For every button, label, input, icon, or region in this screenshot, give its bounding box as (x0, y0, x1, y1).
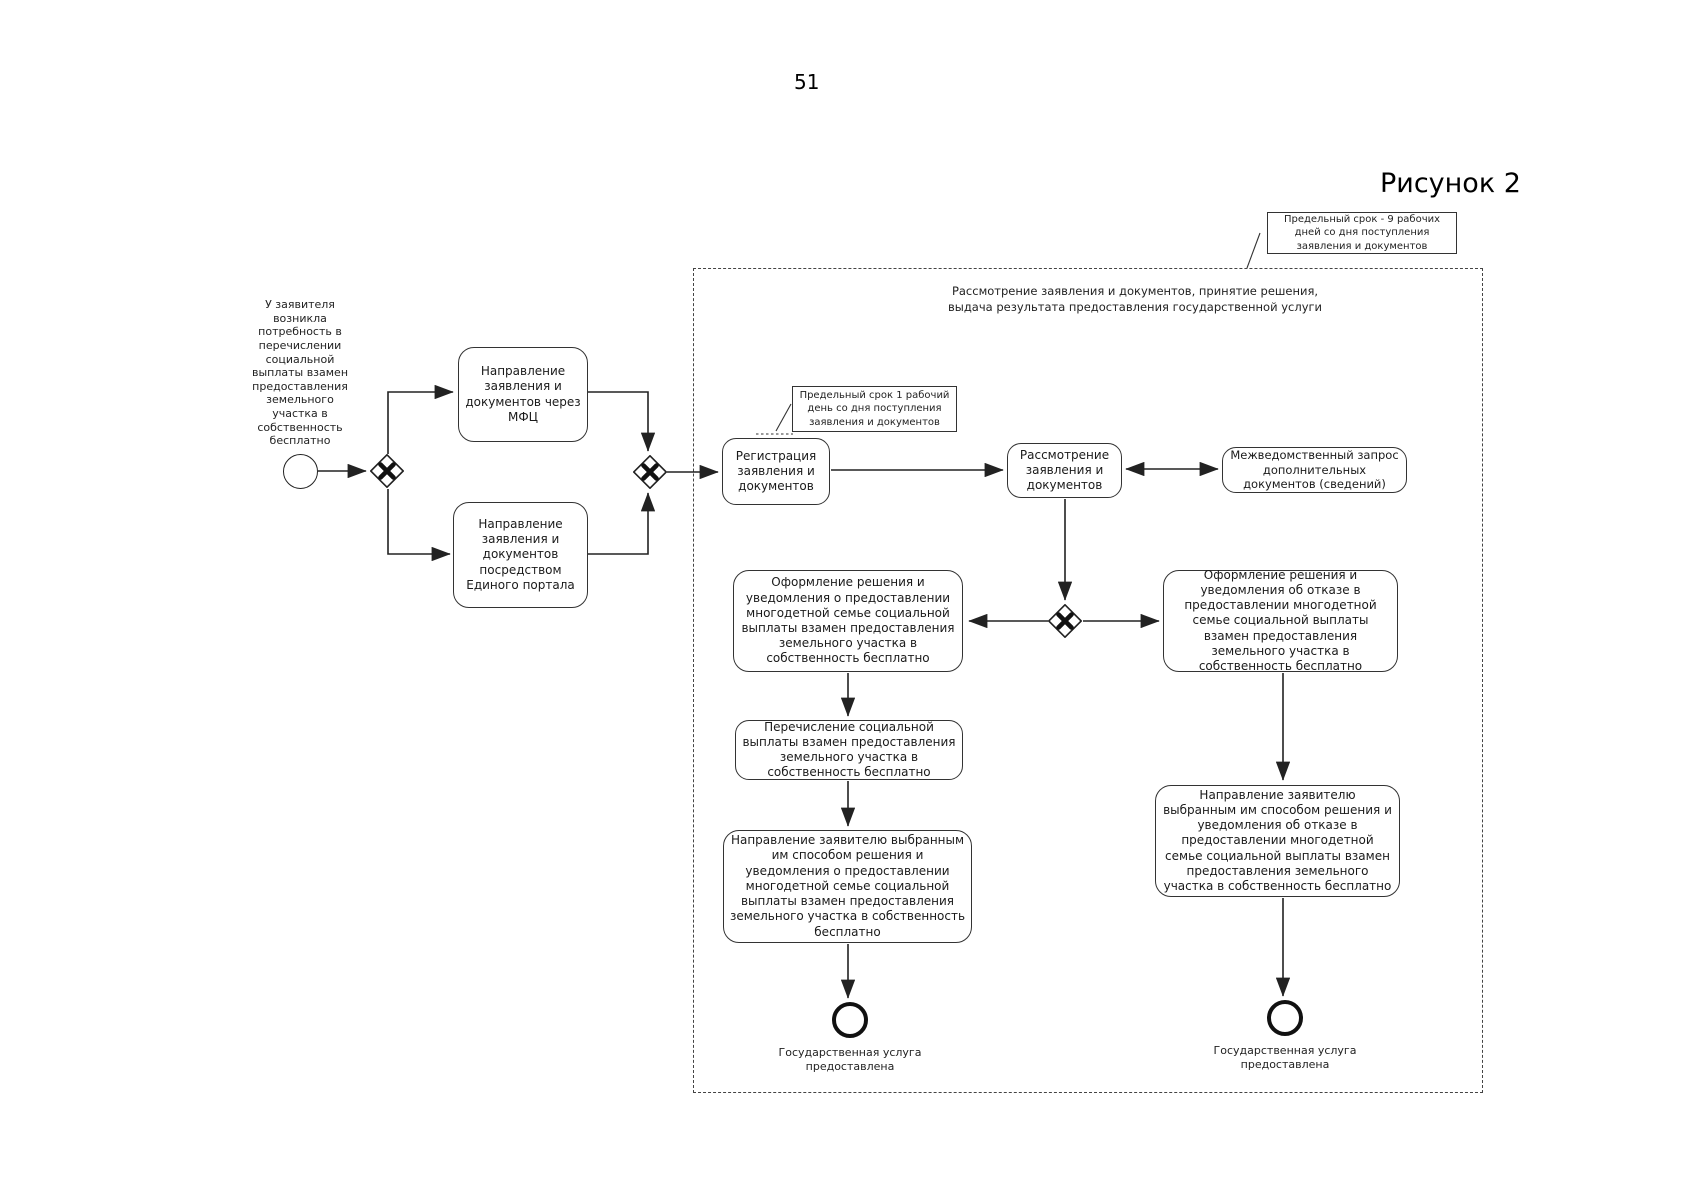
exclusive-gateway-split (369, 453, 405, 489)
task-issue-refusal: Оформление решения и уведомления об отка… (1163, 568, 1398, 673)
exclusive-gateway-decision (1047, 603, 1083, 639)
end-event-label-left: Государственная услуга предоставлена (778, 1046, 922, 1074)
task-registration: Регистрация заявления и документов (722, 438, 830, 505)
task-transfer-payment: Перечисление социальной выплаты взамен п… (735, 720, 963, 780)
connector-gateway-to-portal (387, 489, 451, 562)
end-event-circle-right (1267, 1000, 1303, 1036)
task-review: Рассмотрение заявления и документов (1007, 443, 1122, 498)
connector-gateway-to-mfc (387, 384, 454, 454)
task-interagency-request: Межведомственный запрос дополнительных д… (1222, 447, 1407, 493)
task-send-refusal-to-applicant: Направление заявителю выбранным им спосо… (1155, 785, 1400, 897)
task-issue-approval: Оформление решения и уведомления о предо… (733, 570, 963, 672)
gateway-x-icon (632, 454, 668, 490)
end-event-label-right: Государственная услуга предоставлена (1213, 1044, 1357, 1072)
annotation-deadline-9-days: Предельный срок - 9 рабочих дней со дня … (1267, 212, 1457, 254)
start-event-circle (283, 454, 318, 489)
start-note: У заявителя возникла потребность в переч… (251, 298, 349, 448)
gateway-x-icon (369, 453, 405, 489)
annotation-leader-line-top (1246, 232, 1261, 269)
gateway-x-icon (1047, 603, 1083, 639)
end-event-circle-left (832, 1002, 868, 1038)
subprocess-title: Рассмотрение заявления и документов, при… (947, 284, 1323, 314)
task-send-via-portal: Направление заявления и документов посре… (453, 502, 588, 608)
task-send-approval-to-applicant: Направление заявителю выбранным им спосо… (723, 830, 972, 943)
page-number: 51 (794, 70, 820, 94)
annotation-deadline-1-day: Предельный срок 1 рабочий день со дня по… (792, 386, 957, 432)
connector-portal-to-merge (588, 492, 656, 555)
figure-caption: Рисунок 2 (1380, 168, 1521, 199)
task-send-via-mfc: Направление заявления и документов через… (458, 347, 588, 442)
connector-mfc-to-merge (588, 391, 656, 452)
exclusive-gateway-merge (632, 454, 668, 490)
subprocess-container (693, 268, 1483, 1093)
